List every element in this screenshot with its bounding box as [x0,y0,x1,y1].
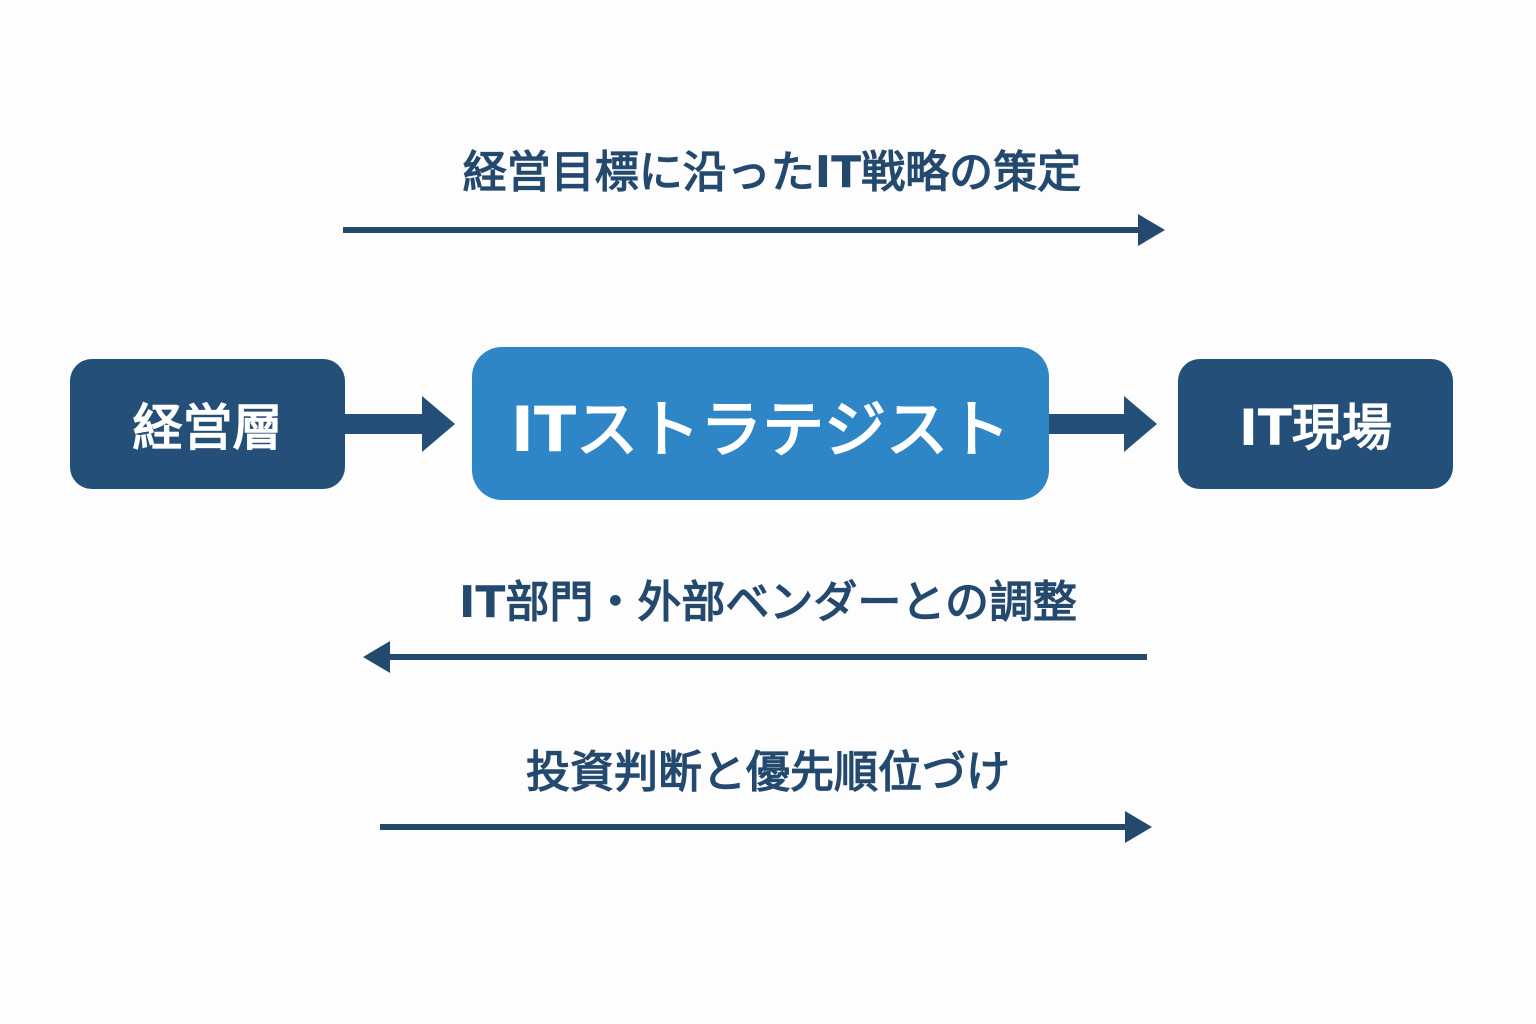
strategist-to-field-arrow [1049,396,1157,452]
middle-flow-label: IT部門・外部ベンダーとの調整 [459,577,1077,628]
management-to-strategist-arrow [345,396,455,452]
bottom-flow-arrow [380,811,1152,843]
strategist-node: ITストラテジスト [472,347,1049,500]
field-node-label: IT現場 [1239,399,1392,457]
top-flow-arrow [343,214,1165,246]
strategist-node-label: ITストラテジスト [510,392,1011,466]
top-flow-label: 経営目標に沿ったIT戦略の策定 [462,147,1082,198]
management-node: 経営層 [70,359,345,489]
bottom-flow-label: 投資判断と優先順位づけ [526,747,1010,798]
middle-flow-arrow [363,641,1147,673]
management-node-label: 経営層 [132,399,283,457]
field-node: IT現場 [1178,359,1453,489]
